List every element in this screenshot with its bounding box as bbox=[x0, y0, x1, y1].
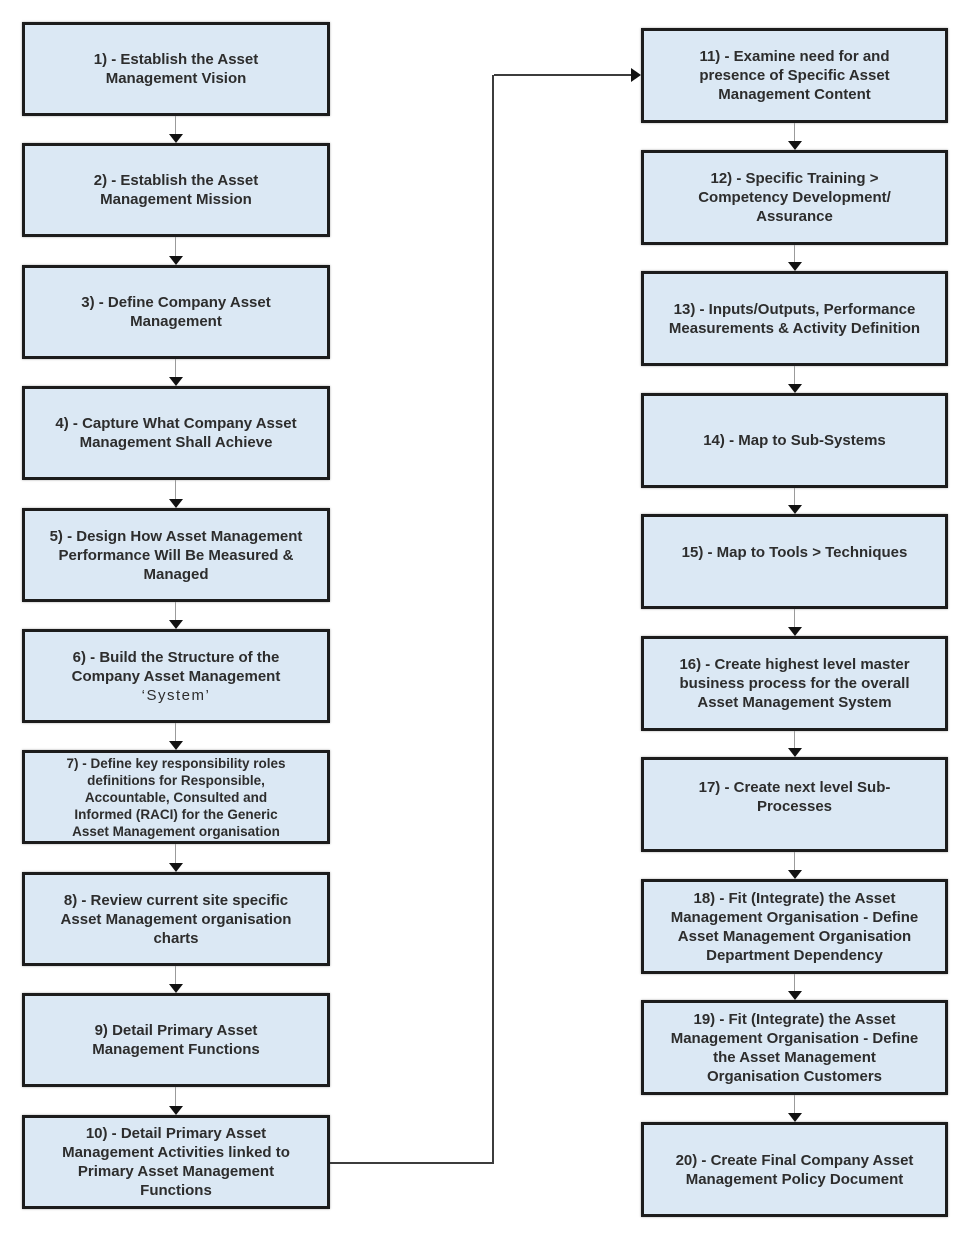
arrow-line bbox=[794, 974, 795, 992]
flow-box-6: 6) - Build the Structure of the Company … bbox=[22, 629, 330, 723]
flow-box-19: 19) - Fit (Integrate) the Asset Manageme… bbox=[641, 1000, 948, 1095]
flow-box-9: 9) Detail Primary Asset Management Funct… bbox=[22, 993, 330, 1087]
arrowhead-down-icon bbox=[169, 741, 183, 750]
arrow-line bbox=[175, 1087, 176, 1107]
arrowhead-right-icon bbox=[631, 68, 641, 82]
flow-box-2-label: 2) - Establish the Asset Management Miss… bbox=[93, 172, 259, 208]
arrowhead-down-icon bbox=[169, 1106, 183, 1115]
arrow-line bbox=[175, 359, 176, 378]
connector-segment-horizontal-top bbox=[494, 74, 631, 76]
arrow-line bbox=[794, 366, 795, 385]
flow-box-20-label: 20) - Create Final Company Asset Managem… bbox=[675, 1151, 914, 1188]
arrow-down-8-9 bbox=[169, 966, 183, 993]
arrow-down-5-6 bbox=[169, 602, 183, 629]
arrow-line bbox=[794, 731, 795, 749]
flow-box-11: 11) - Examine need for and presence of S… bbox=[641, 28, 948, 123]
connector-segment-horizontal-bottom bbox=[330, 1162, 494, 1164]
flow-box-3-label: 3) - Define Company Asset Management bbox=[81, 294, 271, 330]
arrow-down-3-4 bbox=[169, 359, 183, 386]
connector-segment-vertical bbox=[492, 75, 494, 1164]
flow-box-1: 1) - Establish the Asset Management Visi… bbox=[22, 22, 330, 116]
arrowhead-down-icon bbox=[169, 256, 183, 265]
arrow-line bbox=[794, 609, 795, 628]
arrow-line bbox=[794, 852, 795, 871]
arrowhead-down-icon bbox=[788, 262, 802, 271]
arrowhead-down-icon bbox=[169, 620, 183, 629]
arrow-down-18-19 bbox=[788, 974, 802, 1000]
arrowhead-down-icon bbox=[788, 1113, 802, 1122]
arrow-line bbox=[175, 602, 176, 621]
arrow-down-4-5 bbox=[169, 480, 183, 508]
arrowhead-down-icon bbox=[169, 377, 183, 386]
flow-box-13-label: 13) - Inputs/Outputs, Performance Measur… bbox=[668, 300, 921, 337]
flow-box-13: 13) - Inputs/Outputs, Performance Measur… bbox=[641, 271, 948, 366]
flow-box-18: 18) - Fit (Integrate) the Asset Manageme… bbox=[641, 879, 948, 974]
flow-box-7: 7) - Define key responsibility roles def… bbox=[22, 750, 330, 844]
flow-box-16: 16) - Create highest level master busine… bbox=[641, 636, 948, 731]
flow-box-19-label: 19) - Fit (Integrate) the Asset Manageme… bbox=[670, 1010, 919, 1085]
flow-box-16-label: 16) - Create highest level master busine… bbox=[679, 656, 910, 711]
flow-box-3: 3) - Define Company Asset Management bbox=[22, 265, 330, 359]
flow-box-7-label: 7) - Define key responsibility roles def… bbox=[66, 755, 286, 839]
flow-box-17: 17) - Create next level Sub- Processes bbox=[641, 757, 948, 852]
flow-box-12: 12) - Specific Training > Competency Dev… bbox=[641, 150, 948, 245]
flow-box-4: 4) - Capture What Company Asset Manageme… bbox=[22, 386, 330, 480]
flow-box-14: 14) - Map to Sub-Systems bbox=[641, 393, 948, 488]
arrow-down-2-3 bbox=[169, 237, 183, 265]
flow-box-6-label: 6) - Build the Structure of the Company … bbox=[71, 648, 281, 685]
flow-box-4-label: 4) - Capture What Company Asset Manageme… bbox=[55, 415, 297, 451]
flow-box-8: 8) - Review current site specific Asset … bbox=[22, 872, 330, 966]
flow-box-12-label: 12) - Specific Training > Competency Dev… bbox=[698, 170, 891, 225]
flow-box-6-sublabel: ‘System’ bbox=[141, 686, 211, 704]
arrowhead-down-icon bbox=[788, 505, 802, 514]
arrow-down-6-7 bbox=[169, 723, 183, 750]
arrowhead-down-icon bbox=[788, 991, 802, 1000]
arrow-line bbox=[794, 488, 795, 506]
flow-box-8-label: 8) - Review current site specific Asset … bbox=[60, 891, 292, 947]
flow-box-5-label: 5) - Design How Asset Management Perform… bbox=[49, 527, 303, 583]
flow-box-15-label: 15) - Map to Tools > Techniques bbox=[681, 544, 908, 561]
arrow-down-15-16 bbox=[788, 609, 802, 636]
arrow-line bbox=[175, 480, 176, 500]
arrowhead-down-icon bbox=[169, 863, 183, 872]
arrow-line bbox=[175, 966, 176, 985]
flow-box-10: 10) - Detail Primary Asset Management Ac… bbox=[22, 1115, 330, 1209]
arrow-down-11-12 bbox=[788, 123, 802, 150]
arrow-line bbox=[794, 245, 795, 263]
flow-box-10-label: 10) - Detail Primary Asset Management Ac… bbox=[62, 1125, 290, 1199]
flow-box-18-label: 18) - Fit (Integrate) the Asset Manageme… bbox=[670, 889, 919, 964]
arrow-line bbox=[794, 1095, 795, 1114]
arrowhead-down-icon bbox=[788, 627, 802, 636]
flow-box-5: 5) - Design How Asset Management Perform… bbox=[22, 508, 330, 602]
arrowhead-down-icon bbox=[169, 499, 183, 508]
arrow-down-1-2 bbox=[169, 116, 183, 143]
arrow-line bbox=[175, 237, 176, 257]
arrowhead-down-icon bbox=[788, 384, 802, 393]
flow-box-15: 15) - Map to Tools > Techniques bbox=[641, 514, 948, 609]
arrow-down-16-17 bbox=[788, 731, 802, 757]
arrow-down-9-10 bbox=[169, 1087, 183, 1115]
arrow-down-13-14 bbox=[788, 366, 802, 393]
flow-box-2: 2) - Establish the Asset Management Miss… bbox=[22, 143, 330, 237]
flow-box-9-label: 9) Detail Primary Asset Management Funct… bbox=[92, 1022, 260, 1058]
arrow-down-19-20 bbox=[788, 1095, 802, 1122]
flow-box-14-label: 14) - Map to Sub-Systems bbox=[703, 432, 886, 449]
arrowhead-down-icon bbox=[788, 748, 802, 757]
flow-box-17-label: 17) - Create next level Sub- Processes bbox=[698, 779, 891, 815]
arrowhead-down-icon bbox=[169, 134, 183, 143]
arrowhead-down-icon bbox=[788, 141, 802, 150]
flow-box-11-label: 11) - Examine need for and presence of S… bbox=[699, 48, 890, 103]
flow-box-20: 20) - Create Final Company Asset Managem… bbox=[641, 1122, 948, 1217]
arrow-down-17-18 bbox=[788, 852, 802, 879]
arrow-line bbox=[175, 116, 176, 135]
arrowhead-down-icon bbox=[169, 984, 183, 993]
arrow-down-14-15 bbox=[788, 488, 802, 514]
arrow-line bbox=[175, 844, 176, 864]
arrow-line bbox=[794, 123, 795, 142]
arrow-line bbox=[175, 723, 176, 742]
arrowhead-down-icon bbox=[788, 870, 802, 879]
arrow-down-7-8 bbox=[169, 844, 183, 872]
flow-box-1-label: 1) - Establish the Asset Management Visi… bbox=[93, 51, 259, 87]
arrow-down-12-13 bbox=[788, 245, 802, 271]
